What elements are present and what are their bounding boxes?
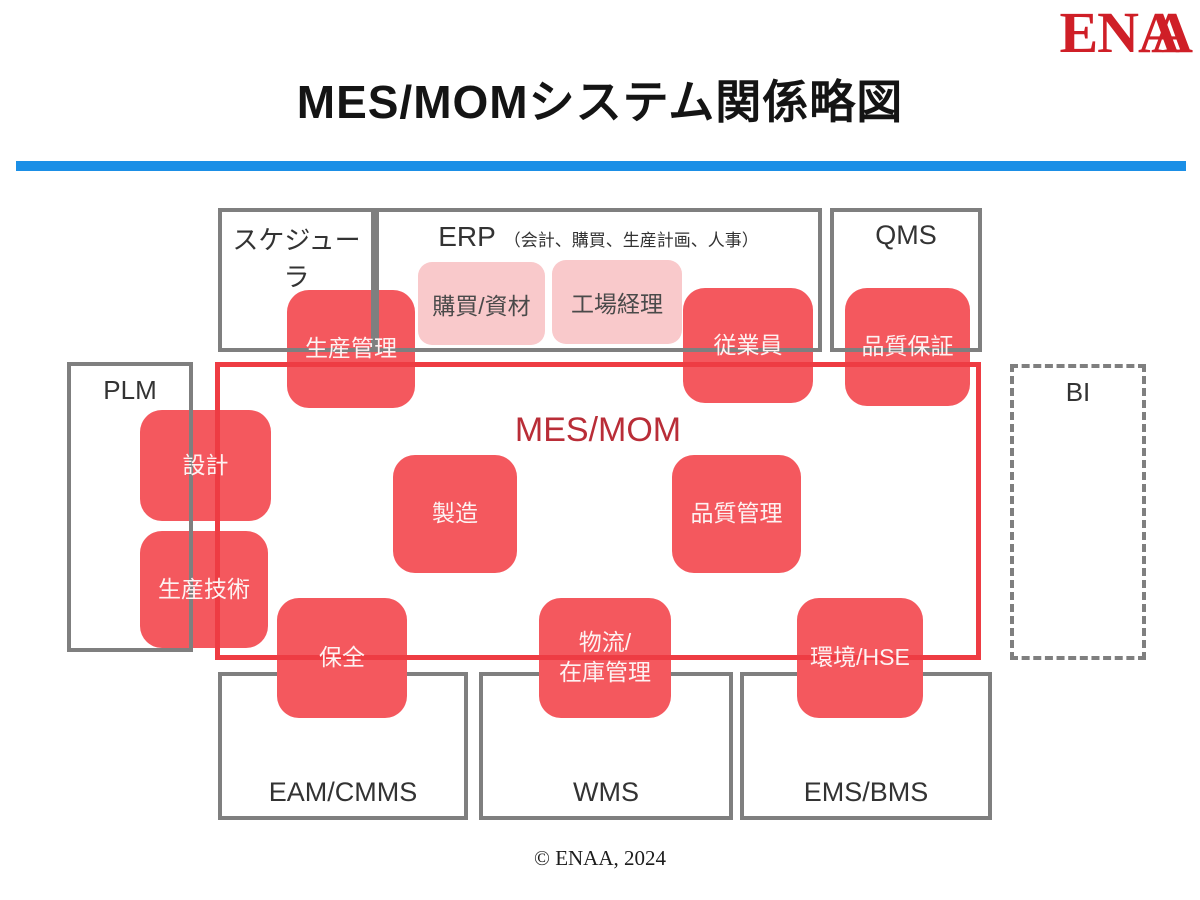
- box-mes-mom-label: MES/MOM: [514, 411, 682, 449]
- box-qms-label: QMS: [875, 220, 937, 250]
- copyright-text: © ENAA, 2024: [533, 846, 667, 870]
- node-production-engineering-label: 生産技術: [158, 575, 250, 602]
- node-manufacturing-label: 製造: [432, 500, 478, 527]
- node-factory-accounting: 工場経理: [552, 260, 682, 344]
- box-erp-detail: （会計、購買、生産計画、人事）: [503, 231, 759, 250]
- node-logistics-line1: 物流/: [578, 629, 632, 656]
- node-environment-hse: 環境/HSE: [797, 598, 923, 718]
- box-bi: BI: [1010, 364, 1146, 660]
- logo-text-a2: A: [1151, 0, 1193, 65]
- page-title: MES/MOMシステム関係略図: [296, 76, 904, 128]
- node-factory-accounting-label: 工場経理: [571, 291, 663, 317]
- box-bi-label: BI: [1065, 377, 1091, 407]
- node-design: 設計: [140, 410, 271, 521]
- title-divider-line: [16, 161, 1186, 171]
- box-eam-cmms-label: EAM/CMMS: [268, 777, 418, 807]
- logo-text-en: EN: [1059, 0, 1139, 65]
- box-erp-label: ERP: [438, 221, 496, 252]
- node-maintenance-label: 保全: [319, 644, 365, 671]
- node-design-label: 設計: [182, 451, 229, 478]
- node-quality-control: 品質管理: [672, 455, 801, 573]
- node-quality-assurance-label: 品質保証: [861, 333, 954, 360]
- node-manufacturing: 製造: [393, 455, 517, 573]
- node-employees-label: 従業員: [713, 331, 783, 358]
- box-erp: ERP （会計、購買、生産計画、人事）: [375, 208, 822, 352]
- box-scheduler-label: スケジューラ: [232, 225, 361, 292]
- node-quality-control-label: 品質管理: [690, 500, 783, 527]
- enaa-logo: ENAA: [1059, 4, 1193, 62]
- node-procurement-materials: 購買/資材: [418, 262, 545, 345]
- node-logistics-line2: 在庫管理: [559, 659, 651, 685]
- box-qms: QMS: [830, 208, 982, 352]
- node-logistics-inventory: 物流/在庫管理: [539, 598, 671, 718]
- node-logistics-inventory-label: 物流/在庫管理: [559, 628, 651, 688]
- node-production-engineering: 生産技術: [140, 531, 268, 648]
- node-quality-assurance: 品質保証: [845, 288, 970, 406]
- node-production-control: 生産管理: [287, 290, 415, 408]
- logo-text-a1: A: [1138, 0, 1180, 65]
- node-employees: 従業員: [683, 288, 813, 403]
- box-scheduler: スケジューラ: [218, 208, 375, 352]
- node-environment-hse-label: 環境/HSE: [810, 644, 910, 671]
- box-erp-header: ERP （会計、購買、生産計画、人事）: [379, 221, 818, 253]
- box-plm: PLM: [67, 362, 193, 652]
- box-wms-label: WMS: [573, 777, 639, 807]
- box-plm-label: PLM: [103, 375, 157, 405]
- box-mes-mom: MES/MOM: [215, 362, 981, 660]
- box-ems-bms-label: EMS/BMS: [803, 777, 929, 807]
- node-production-control-label: 生産管理: [305, 335, 397, 362]
- node-procurement-materials-label: 購買/資材: [432, 292, 531, 319]
